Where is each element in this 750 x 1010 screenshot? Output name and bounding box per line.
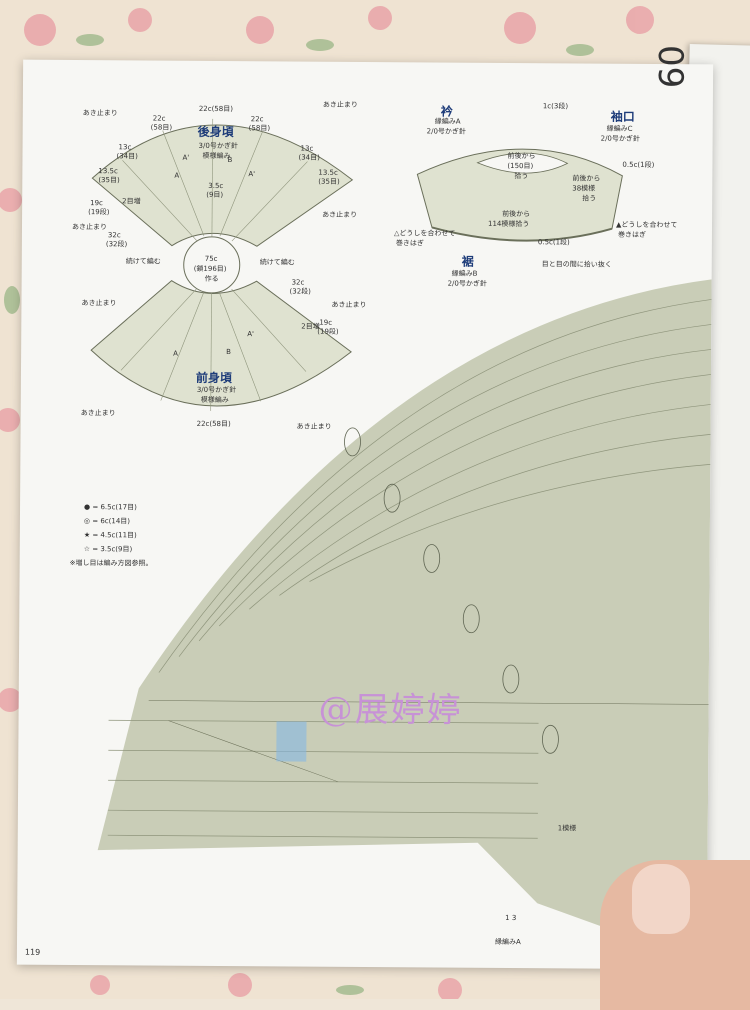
hem-rows: 0.5c(1段) — [537, 238, 570, 247]
chapter-number: 09 — [650, 45, 690, 89]
side-58: (58目) — [150, 123, 173, 132]
collar-rows: 1c(3段) — [542, 102, 569, 111]
center-width: 75c — [204, 254, 218, 263]
sleeve-title: 袖口 — [610, 109, 635, 124]
collar-pickup-1: 前後から — [507, 151, 536, 161]
stop-3: あき止まり — [71, 222, 108, 232]
watermark: @展婷婷 — [318, 689, 463, 731]
increase-2-right: 2目増 — [301, 322, 320, 331]
thumb — [632, 864, 690, 934]
collar-pickup-2: (150目) — [507, 161, 534, 171]
side-13: 13c — [118, 143, 132, 152]
pattern-b-1: B — [227, 156, 233, 165]
center-chain: (鎖196目) — [193, 264, 227, 274]
front-title: 前身頃 — [195, 370, 233, 386]
stop-7: あき止まり — [80, 409, 116, 418]
side-32-rows: (32段) — [105, 240, 128, 249]
increase-2: 2目増 — [122, 197, 141, 206]
side-22: 22c — [152, 114, 166, 123]
hem-pickup-1: 前後から — [502, 209, 531, 219]
stop-2: あき止まり — [322, 100, 358, 109]
stop-6: あき止まり — [331, 300, 367, 310]
side-13-5-right: 13.5c — [318, 168, 338, 177]
side-34-right: (34目) — [298, 153, 320, 162]
legend-item: ★ = 4.5c(11目) — [83, 531, 137, 540]
top-width: 22c(58目) — [198, 104, 233, 114]
pattern-a-prime-3: A' — [247, 330, 255, 339]
sleeve-pickup-1: 前後から — [572, 174, 601, 183]
side-35: (35目) — [98, 176, 120, 185]
front-hook: 3/0号かぎ針 — [196, 385, 237, 395]
collar-pickup-3: 拾う — [514, 172, 529, 181]
side-19: 19c — [90, 199, 103, 208]
back-title: 後身頃 — [197, 124, 234, 140]
pattern-a-1: A — [174, 171, 180, 180]
legend-item: ◎ = 6c(14目) — [83, 517, 131, 526]
pattern-a-2: A — [173, 349, 178, 358]
sleeve-pickup-3: 拾う — [582, 194, 597, 203]
stop-4: あき止まり — [322, 210, 358, 219]
continue-left: 続けて編む — [125, 257, 161, 266]
sleeve-edging: 縁編みC — [606, 124, 633, 133]
hem-hook: 2/0号かぎ針 — [447, 279, 487, 288]
repeat-count: 1 3 — [505, 913, 517, 923]
repeat-label: 1模様 — [557, 824, 577, 833]
bottom-width: 22c(58目) — [196, 419, 231, 429]
collar-hook: 2/0号かぎ針 — [426, 127, 466, 136]
sleeve-pickup-2: 38模様 — [572, 184, 596, 193]
join-left-1: △どうしを合わせて — [393, 229, 456, 238]
side-13-right: 13c — [300, 144, 314, 153]
join-right-2: 巻きはぎ — [617, 230, 646, 239]
sleeve-hook: 2/0号かぎ針 — [600, 134, 640, 143]
legend: ● = 6.5c(17目) ◎ = 6c(14目) ★ = 4.5c(11目) … — [70, 500, 153, 570]
crochet-diagram — [90, 118, 712, 965]
side-32-right: 32c — [291, 278, 305, 287]
hem-title: 裾 — [461, 254, 474, 269]
side-35-right: (35目) — [318, 177, 340, 186]
side-13-5: 13.5c — [98, 167, 118, 176]
sleeve-rows: 0.5c(1段) — [622, 160, 655, 170]
continue-right: 続けて編む — [259, 258, 295, 267]
back-hook: 3/0号かぎ針 — [198, 141, 238, 151]
join-right-1: ▲どうしを合わせて — [616, 220, 678, 230]
page-number: 119 — [24, 947, 41, 957]
back-stitch: 模様編み — [202, 151, 231, 161]
side-32-rows-right: (32段) — [289, 287, 311, 296]
center-9: (9目) — [206, 190, 224, 200]
side-19-right: 19c — [319, 318, 333, 327]
side-58-right: (58目) — [248, 124, 271, 133]
pattern-a-prime-2: A' — [248, 170, 256, 179]
stop-5: あき止まり — [81, 299, 117, 308]
hem-edging: 縁編みB — [451, 269, 478, 278]
join-left-2: 巻きはぎ — [395, 239, 424, 248]
collar-edging: 縁編みA — [434, 117, 461, 126]
hem-pickup-2: 114模様拾う — [488, 219, 530, 229]
side-34: (34目) — [116, 152, 138, 161]
side-22-right: 22c — [250, 115, 264, 124]
side-19-rows-right: (19段) — [317, 327, 339, 336]
center-make: 作る — [204, 274, 219, 283]
pattern-a-prime-1: A' — [182, 153, 190, 162]
pattern-b-2: B — [226, 348, 231, 357]
pattern-page: 後身頃 3/0号かぎ針 模様編み 前身頃 3/0号かぎ針 模様編み 75c (鎖… — [16, 59, 714, 970]
center-3-5: 3.5c — [208, 181, 224, 191]
side-19-rows: (19段) — [88, 208, 110, 217]
side-32: 32c — [107, 231, 121, 240]
legend-note: ※増し目は編み方図参照。 — [69, 558, 153, 568]
pickup-between: 目と目の間に拾い抜く — [541, 260, 612, 269]
legend-item: ● = 6.5c(17目) — [84, 503, 137, 512]
edging-label: 縁編みA — [494, 937, 521, 947]
front-stitch: 模様編み — [200, 395, 229, 405]
stop-1: あき止まり — [82, 109, 118, 118]
stop-8: あき止まり — [296, 422, 332, 431]
legend-item: ☆ = 3.5c(9目) — [83, 545, 133, 554]
